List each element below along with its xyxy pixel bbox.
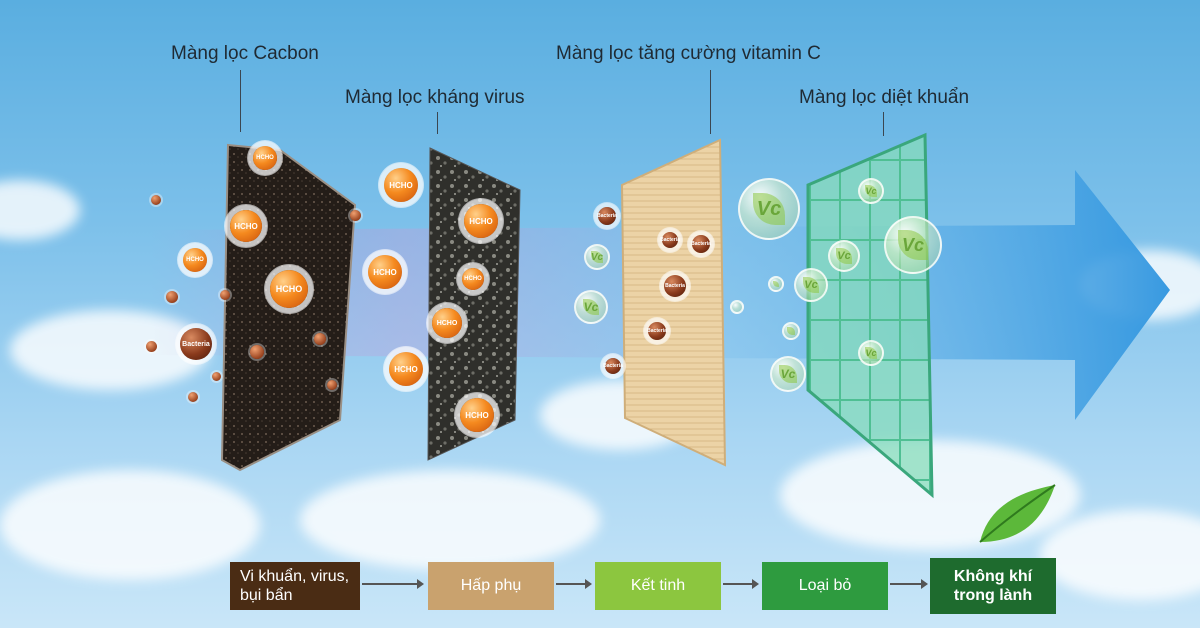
process-step-pollutants: Vi khuẩn, virus, bụi bẩn xyxy=(230,562,360,610)
dust-particle xyxy=(151,195,161,205)
process-arrow xyxy=(556,579,592,589)
bacteria-particle: Bacteria xyxy=(664,275,686,297)
process-step-fresh-air: Không khí trong lành xyxy=(930,558,1056,614)
hcho-particle: HCHO xyxy=(389,352,423,386)
bacteria-particle: Bacteria xyxy=(603,358,623,374)
process-arrow xyxy=(890,579,928,589)
hcho-particle: HCHO xyxy=(270,270,308,308)
process-step-label: Vi khuẩn, virus, bụi bẩn xyxy=(240,567,350,604)
bacteria-particle: Bacteria xyxy=(647,322,667,340)
hcho-particle: HCHO xyxy=(183,248,207,272)
hcho-particle: HCHO xyxy=(230,210,262,242)
hcho-particle: HCHO xyxy=(464,204,498,238)
process-arrow xyxy=(723,579,759,589)
filter-label-vitamin-c: Màng lọc tăng cường vitamin C xyxy=(556,43,821,64)
cloud xyxy=(1040,510,1200,600)
dust-particle xyxy=(166,291,178,303)
vitamin-c-bubble: Vc xyxy=(770,356,806,392)
dust-particle xyxy=(212,372,221,381)
hcho-particle: HCHO xyxy=(432,308,462,338)
hcho-particle: HCHO xyxy=(462,268,484,290)
leader-line xyxy=(240,70,241,132)
vitamin-c-bubble: Vc xyxy=(858,340,884,366)
hcho-particle: HCHO xyxy=(384,168,418,202)
process-arrow xyxy=(362,579,424,589)
process-step-remove: Loại bỏ xyxy=(762,562,888,610)
leader-line xyxy=(883,112,884,136)
dust-particle xyxy=(220,290,230,300)
process-step-label: Không khí trong lành xyxy=(953,567,1033,604)
process-step-crystallize: Kết tinh xyxy=(595,562,721,610)
dust-particle xyxy=(327,380,337,390)
hcho-particle: HCHO xyxy=(253,146,277,170)
vitamin-c-bubble xyxy=(768,276,784,292)
vitamin-c-bubble: Vc xyxy=(574,290,608,324)
bacteria-particle: Bacteria xyxy=(597,207,617,225)
vitamin-c-bubble: Vc xyxy=(584,244,610,270)
vitamin-c-bubble: Vc xyxy=(858,178,884,204)
vitamin-c-bubble: Vc xyxy=(828,240,860,272)
leaf-icon xyxy=(979,484,1056,543)
vitamin-c-bubble xyxy=(782,322,800,340)
leader-line xyxy=(710,70,711,134)
cloud xyxy=(300,470,600,570)
bacteria-particle: Bacteria xyxy=(180,328,212,360)
filter-label-carbon: Màng lọc Cacbon xyxy=(171,43,319,64)
dust-particle xyxy=(250,345,264,359)
hcho-particle: HCHO xyxy=(368,255,402,289)
bacteria-particle: Bacteria xyxy=(660,232,680,248)
bacteria-particle: Bacteria xyxy=(691,235,711,253)
leader-line xyxy=(437,112,438,134)
vitamin-c-bubble: Vc xyxy=(794,268,828,302)
process-step-label: Kết tinh xyxy=(630,577,686,595)
process-step-label: Hấp phụ xyxy=(460,577,522,595)
process-step-label: Loại bỏ xyxy=(798,577,852,595)
filter-label-antivirus: Màng lọc kháng virus xyxy=(345,87,525,108)
filter-label-antibacterial: Màng lọc diệt khuẩn xyxy=(799,87,970,108)
dust-particle xyxy=(146,341,157,352)
cloud xyxy=(0,470,260,580)
dust-particle xyxy=(350,210,361,221)
hcho-particle: HCHO xyxy=(460,398,494,432)
process-step-adsorb: Hấp phụ xyxy=(428,562,554,610)
vitamin-c-bubble: Vc xyxy=(884,216,942,274)
dust-particle xyxy=(188,392,198,402)
dust-particle xyxy=(314,333,326,345)
vitamin-c-bubble: Vc xyxy=(738,178,800,240)
vitamin-c-bubble xyxy=(730,300,744,314)
